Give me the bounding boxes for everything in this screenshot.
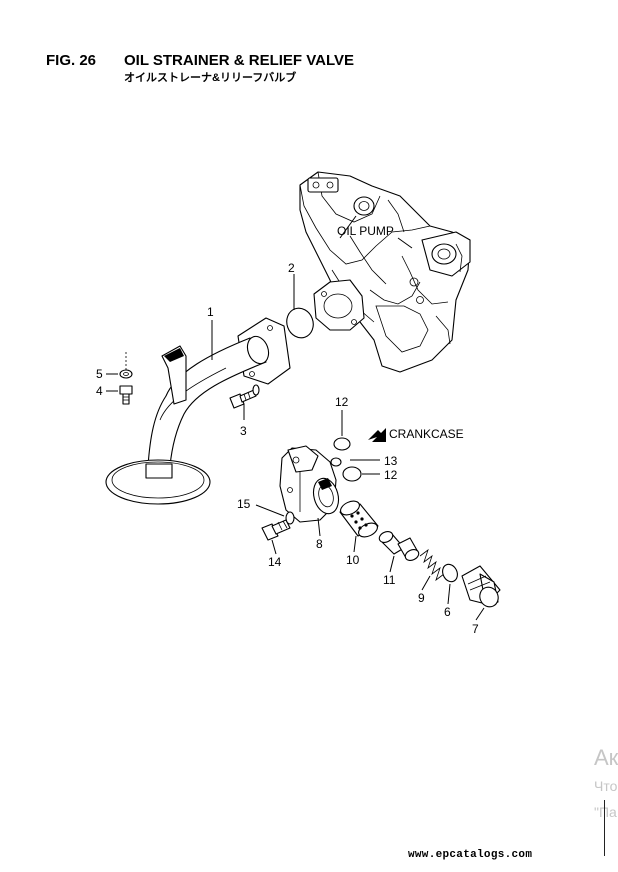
oil-strainer-part-1 (105, 317, 291, 505)
washer-part-15 (285, 511, 295, 525)
bolt-part-14 (261, 519, 291, 541)
relief-plunger-part-11 (378, 531, 420, 561)
part-number-1: 1 (207, 305, 214, 319)
part-number-5: 5 (96, 367, 103, 381)
bolt-part-3 (229, 384, 260, 409)
page-edge-line (604, 800, 605, 856)
part-number-9: 9 (418, 591, 425, 605)
figure-number: FIG. 26 (46, 52, 97, 69)
part-number-15: 15 (237, 497, 251, 511)
plug-part-7 (461, 565, 501, 608)
part-number-2: 2 (288, 261, 295, 275)
bolt-part-4 (119, 385, 133, 405)
crankcase-direction-arrow (368, 428, 386, 442)
gasket-part-6 (442, 563, 458, 583)
washer-part-5 (119, 369, 133, 379)
valve-sleeve-part-10 (339, 500, 379, 538)
part-number-14: 14 (268, 555, 282, 569)
watermark-line-2: Что (594, 778, 618, 794)
o-ring-part-12-lower (342, 466, 362, 482)
pump-flange-face (313, 279, 365, 331)
watermark-line-3: "Па (594, 804, 617, 820)
part-number-6: 6 (444, 605, 451, 619)
spring-part-9 (419, 548, 445, 582)
o-ring-part-2 (286, 307, 314, 339)
o-ring-part-13 (330, 457, 342, 467)
part-number-7: 7 (472, 622, 479, 636)
oil-pump-housing (299, 171, 471, 373)
watermark-line-1: Ак (594, 745, 618, 770)
part-number-11: 11 (383, 573, 396, 587)
part-number-10: 10 (346, 553, 360, 567)
figure-title: OIL STRAINER & RELIEF VALVE (124, 52, 355, 69)
figure-subtitle-japanese: オイルストレーナ&リリーフバルブ (124, 72, 297, 84)
relief-valve-housing-part-8 (279, 445, 340, 523)
part-number-12-lower: 12 (384, 468, 398, 482)
part-number-3: 3 (240, 424, 247, 438)
part-number-13: 13 (384, 454, 398, 468)
part-number-12-upper: 12 (335, 395, 349, 409)
crankcase-label: CRANKCASE (389, 427, 464, 441)
oil-pump-label: OIL PUMP (337, 224, 394, 238)
part-number-4: 4 (96, 384, 103, 398)
part-number-8: 8 (316, 537, 323, 551)
o-ring-part-12-upper (333, 437, 351, 451)
footer-url[interactable]: www.epcatalogs.com (408, 849, 533, 861)
